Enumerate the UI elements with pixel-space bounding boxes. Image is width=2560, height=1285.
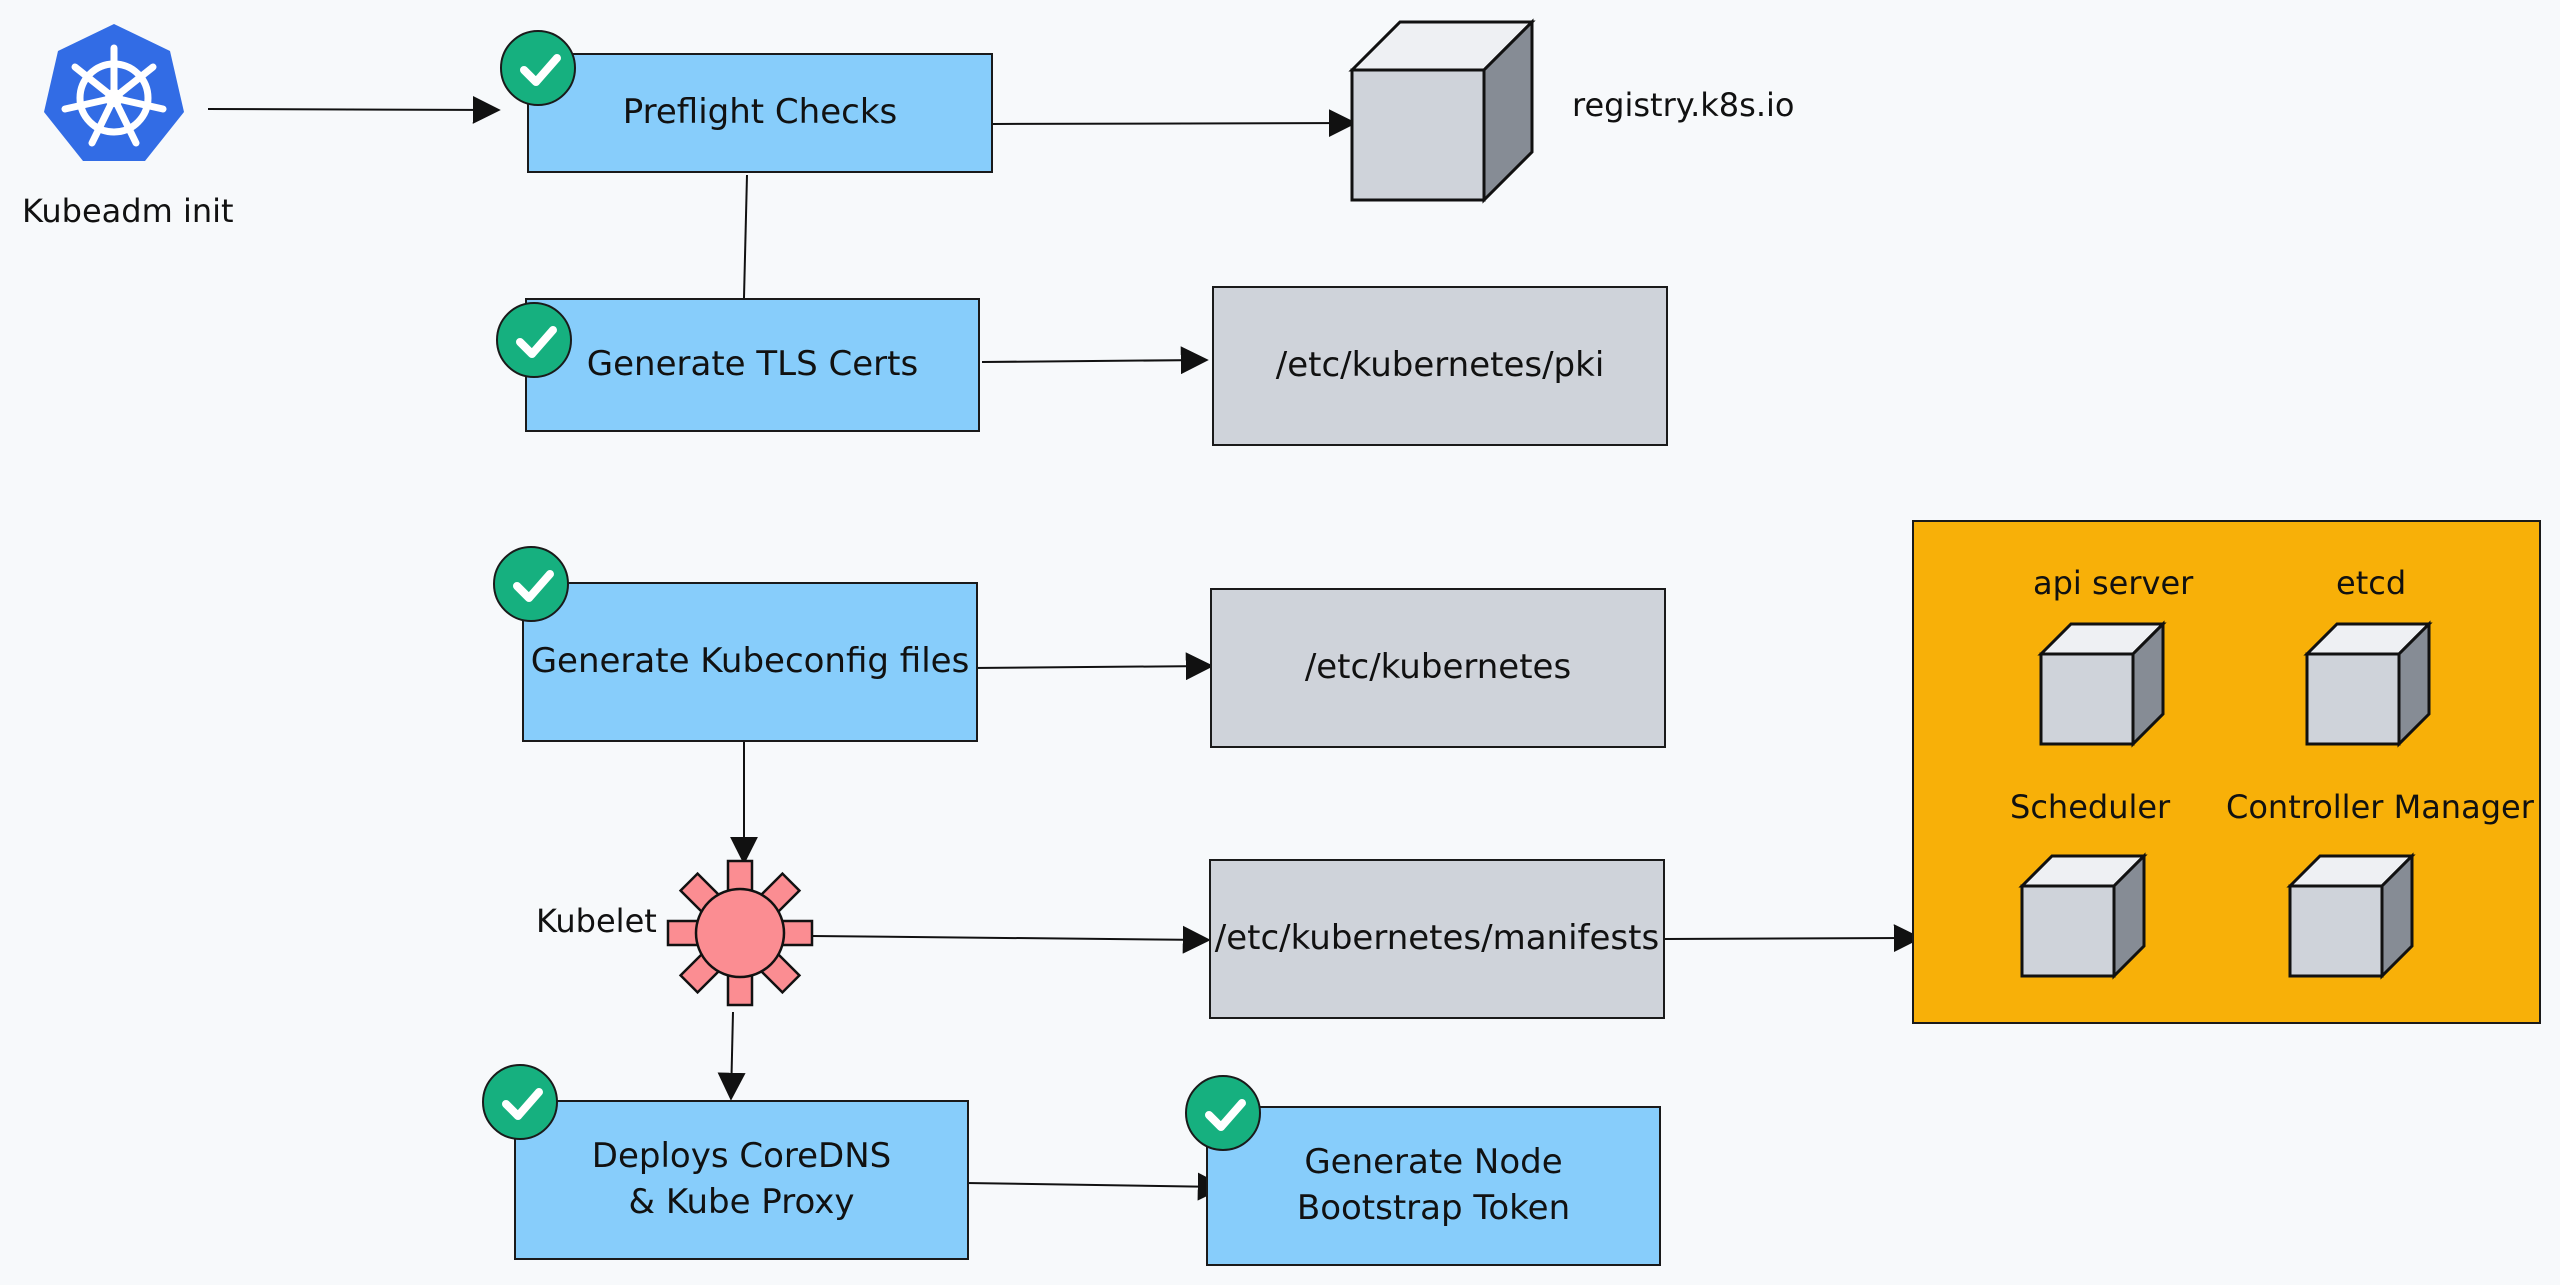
scheduler-cube-icon <box>2018 852 2148 980</box>
deploys-coredns-line1: Deploys CoreDNS <box>591 1136 892 1177</box>
manifests-directory-box: /etc/kubernetes/manifests <box>1209 859 1665 1019</box>
api-server-label: api server <box>2033 564 2194 602</box>
generate-tls-certs-step: Generate TLS Certs <box>525 298 980 432</box>
bootstrap-token-line2: Bootstrap Token <box>1296 1188 1571 1228</box>
kubernetes-directory-label: /etc/kubernetes <box>1304 647 1572 688</box>
arrow-preflight-to-registry <box>992 109 1357 138</box>
generate-tls-certs-label: Generate TLS Certs <box>586 344 919 385</box>
generate-kubeconfig-label: Generate Kubeconfig files <box>530 641 970 682</box>
pki-directory-label: /etc/kubernetes/pki <box>1275 345 1605 386</box>
preflight-checks-label: Preflight Checks <box>622 92 898 133</box>
arrow-manifests-to-panel <box>1663 924 1922 953</box>
bootstrap-token-line1: Generate Node <box>1304 1142 1563 1183</box>
deploys-coredns-line2: & Kube Proxy <box>628 1182 855 1222</box>
arrow-kubelet-to-manifests <box>811 925 1211 954</box>
kubelet-label: Kubelet <box>536 902 657 940</box>
registry-cube-icon <box>1348 18 1536 204</box>
etcd-label: etcd <box>2336 564 2407 602</box>
arrow-tls-to-pki <box>981 346 1209 375</box>
controller-manager-cube-icon <box>2286 852 2416 980</box>
generate-bootstrap-token-step: Generate Node Bootstrap Token <box>1206 1106 1661 1266</box>
tls-check-icon <box>496 302 572 378</box>
token-check-icon <box>1185 1075 1261 1151</box>
control-plane-panel: api server etcd Scheduler Controller Man… <box>1912 520 2541 1024</box>
controller-manager-label: Controller Manager <box>2226 788 2534 826</box>
coredns-check-icon <box>482 1064 558 1140</box>
kubernetes-logo-icon <box>44 24 184 161</box>
arrow-kubeconfig-to-etc <box>971 652 1214 681</box>
kubernetes-directory-box: /etc/kubernetes <box>1210 588 1666 748</box>
arrow-init-to-preflight <box>207 95 501 124</box>
preflight-check-icon <box>500 30 576 106</box>
deploys-coredns-step: Deploys CoreDNS & Kube Proxy <box>514 1100 969 1260</box>
gear-icon <box>666 859 814 1007</box>
api-server-cube-icon <box>2037 620 2167 748</box>
generate-kubeconfig-step: Generate Kubeconfig files <box>522 582 978 742</box>
pki-directory-box: /etc/kubernetes/pki <box>1212 286 1668 446</box>
arrow-kubelet-to-coredns <box>717 1011 746 1101</box>
deploys-coredns-label: Deploys CoreDNS & Kube Proxy <box>592 1134 891 1226</box>
etcd-cube-icon <box>2303 620 2433 748</box>
registry-label: registry.k8s.io <box>1572 86 1795 124</box>
generate-bootstrap-token-label: Generate Node Bootstrap Token <box>1297 1140 1570 1232</box>
kubeadm-init-label: Kubeadm init <box>22 192 234 230</box>
kubeconfig-check-icon <box>493 546 569 622</box>
arrow-coredns-to-token <box>965 1172 1226 1201</box>
manifests-directory-label: /etc/kubernetes/manifests <box>1214 918 1660 959</box>
scheduler-label: Scheduler <box>2010 788 2171 826</box>
preflight-checks-step: Preflight Checks <box>527 53 993 173</box>
